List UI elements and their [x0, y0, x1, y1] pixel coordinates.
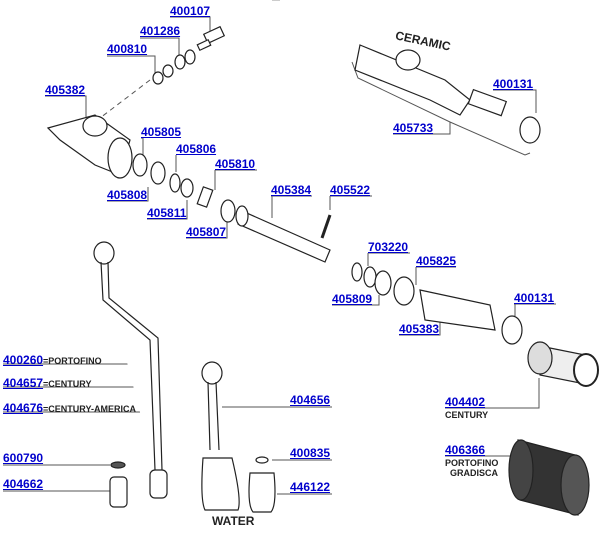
leader-405808	[107, 187, 149, 202]
cone-400810	[152, 71, 164, 85]
part-405810[interactable]: 405810	[215, 157, 256, 171]
part-405809[interactable]: 405809	[332, 292, 373, 306]
leader-405805	[141, 137, 144, 155]
leader-405811	[147, 200, 188, 220]
part-404656[interactable]: 404656	[290, 393, 331, 407]
valve-body-405382	[46, 114, 133, 179]
part-405383[interactable]: 405383	[399, 322, 440, 336]
part-400131-ceramic[interactable]: 400131	[493, 77, 534, 91]
note-century: =CENTURY	[43, 379, 92, 389]
leader-405810	[214, 169, 257, 190]
part-405384[interactable]: 405384	[271, 183, 312, 197]
water-bell	[201, 457, 240, 511]
part-406366[interactable]: 406366	[445, 443, 486, 457]
leader-405809	[332, 295, 380, 306]
stem-405384	[237, 209, 331, 263]
part-400260[interactable]: 400260	[3, 353, 44, 367]
part-404676[interactable]: 404676	[3, 401, 44, 415]
tube-404656	[207, 381, 220, 451]
cap-404662	[109, 476, 128, 508]
part-600790[interactable]: 600790	[3, 451, 44, 465]
part-446122[interactable]: 446122	[290, 480, 331, 494]
row-404676: 404676=CENTURY-AMERICA	[3, 399, 136, 417]
ceramic-cartridge-405733	[354, 44, 541, 144]
tube-nut-400260	[93, 241, 115, 265]
note-portofino: =PORTOFINO	[43, 356, 102, 366]
tube-tip	[149, 469, 168, 499]
leader-405522	[329, 195, 372, 210]
row-404657: 404657=CENTURY	[3, 374, 91, 392]
tube-nut-404656	[201, 361, 223, 385]
part-405825[interactable]: 405825	[416, 254, 457, 268]
washer-401286b	[184, 49, 196, 65]
row-400260: 400260=PORTOFINO	[3, 351, 102, 369]
part-405807[interactable]: 405807	[186, 225, 227, 239]
part-405806[interactable]: 405806	[176, 142, 217, 156]
leader-400107	[170, 16, 211, 35]
caption-gradisca: GRADISCA	[450, 468, 499, 478]
top-divider	[272, 0, 280, 1]
tube-400260	[100, 261, 163, 471]
assembly-axis	[99, 79, 151, 119]
note-century-america: =CENTURY-AMERICA	[43, 404, 136, 414]
washer-401286a	[174, 54, 186, 70]
ceramic-bracket	[351, 61, 531, 156]
caption-century: CENTURY	[445, 410, 489, 420]
part-703220[interactable]: 703220	[368, 240, 409, 254]
leader-400810	[107, 55, 156, 73]
leader-405382	[45, 95, 87, 123]
part-405805[interactable]: 405805	[141, 125, 182, 139]
oring-400835	[255, 456, 269, 464]
part-405808[interactable]: 405808	[107, 188, 148, 202]
part-400810[interactable]: 400810	[107, 42, 148, 56]
leader-400131a	[493, 89, 537, 113]
part-400107[interactable]: 400107	[170, 4, 211, 18]
leader-405825	[415, 266, 456, 285]
part-404662[interactable]: 404662	[3, 477, 44, 491]
part-405733[interactable]: 405733	[393, 121, 434, 135]
caption-portofino: PORTOFINO	[445, 458, 499, 468]
part-400835[interactable]: 400835	[290, 446, 331, 460]
part-401286[interactable]: 401286	[140, 24, 181, 38]
knob-406366	[508, 439, 590, 516]
part-400131[interactable]: 400131	[514, 291, 555, 305]
leader-405733	[393, 122, 451, 135]
leader-400131b	[514, 303, 556, 316]
bolt-400107	[196, 25, 226, 52]
part-404657[interactable]: 404657	[3, 376, 44, 390]
part-405811[interactable]: 405811	[147, 206, 187, 220]
part-405522[interactable]: 405522	[330, 183, 371, 197]
leader-703220	[367, 252, 410, 266]
leader-401286	[140, 37, 180, 55]
leader-405384	[271, 195, 312, 218]
bell-446122	[248, 472, 276, 513]
leader-404402	[445, 378, 540, 409]
part-405382[interactable]: 405382	[45, 83, 86, 97]
caption-water: WATER	[212, 514, 255, 528]
cartridge-405383	[419, 289, 496, 331]
leader-405807	[186, 218, 228, 239]
pin-405522	[320, 214, 332, 239]
part-404402[interactable]: 404402	[445, 395, 486, 409]
ring-600790	[110, 461, 126, 469]
knob-404402	[527, 341, 599, 387]
